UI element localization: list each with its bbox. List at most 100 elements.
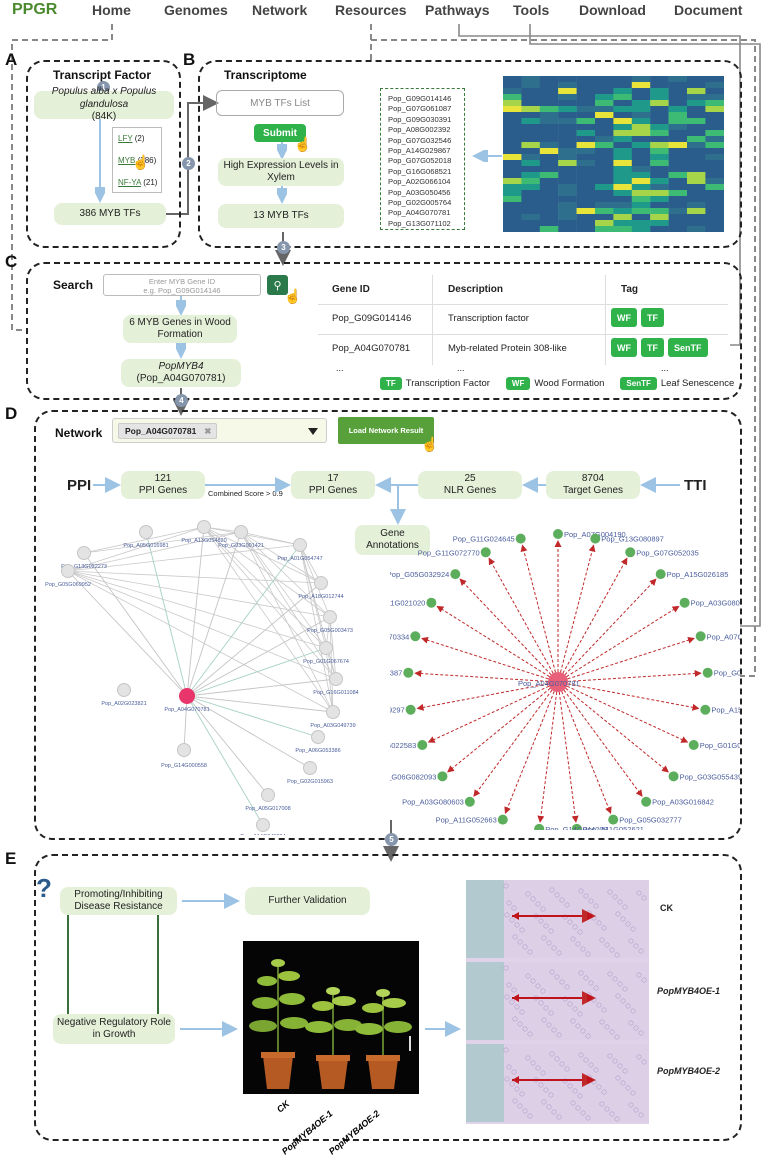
remove-chip-icon[interactable]: ✖ [204,426,212,436]
plant-photo [243,941,419,1094]
micro-label-oe2: PopMYB4OE-2 [657,1066,721,1076]
micrograph-cell [572,1006,578,1012]
micrograph-cell [564,902,570,908]
micrograph-cell [604,942,610,948]
heatmap-cell [558,172,577,179]
ppi-node-label: Pop_G05G003473 [307,628,353,634]
micrograph-cell [630,1090,636,1096]
nav-download[interactable]: Download [579,2,646,18]
heatmap-cell [631,184,651,191]
table-row-2-id[interactable]: Pop_A04G070781 [332,343,411,354]
nav-tools[interactable]: Tools [513,2,550,18]
search-icon[interactable]: ⚲ [267,275,288,295]
heatmap-cell [539,82,559,89]
heatmap-cell [705,166,724,173]
heatmap-cell [631,82,651,89]
heatmap-cell [687,100,706,107]
heatmap-cell [521,118,540,125]
heatmap-cell [539,94,559,101]
ppi-edge [186,526,205,697]
heatmap-cell [539,178,559,185]
ppi-edge [186,695,311,769]
tf-item-nfya[interactable]: NF-YA (21) [118,178,158,187]
micrograph-cell [570,936,576,942]
heatmap-cell [521,208,540,215]
heatmap-cell [521,94,540,101]
thirteen-myb-box: 13 MYB TFs [218,204,344,228]
tti-node [464,796,475,807]
micrograph-cell [530,896,536,902]
ellipsis-1: ... [336,363,344,373]
micrograph-cell [636,1054,642,1060]
micrograph-cell [572,924,578,930]
micrograph-cell [543,1087,549,1093]
heatmap-cell [613,136,632,143]
micrograph-cell [575,1023,581,1029]
micrograph-cell [636,972,642,978]
micrograph-arrow-head [512,994,519,1002]
ppi-node-label: Pop_G01G067674 [303,659,349,665]
heatmap-cell [668,130,688,137]
heatmap-cell [595,196,614,203]
logo[interactable]: PPGR [12,1,58,18]
table-row-1-id[interactable]: Pop_G09G014146 [332,313,412,324]
heatmap-cell [668,112,688,119]
heatmap-cell [503,118,522,125]
heatmap-cell [705,160,724,167]
heatmap-cell [631,106,651,113]
tf-item-lfy[interactable]: LFY (2) [118,134,145,143]
heatmap-cell [650,214,669,221]
heatmap-cell [631,124,651,131]
micrograph-cell [551,945,557,951]
gene-list-item: Pop_G16G068521 [388,166,452,176]
heatmap-cell [558,178,577,185]
nav-pathways[interactable]: Pathways [425,2,490,18]
nav-genomes[interactable]: Genomes [164,2,228,18]
heatmap-cell [558,118,577,125]
table-header-tag: Tag [621,284,639,295]
heatmap-cell [631,118,651,125]
heatmap-cell [503,166,522,173]
tf-item-myb[interactable]: MYB (386) [118,156,157,165]
gene-select-dropdown[interactable]: Pop_A04G070781 ✖ [112,418,327,443]
nav-document[interactable]: Document [674,2,743,18]
ppi-edge [186,544,301,697]
micrograph-cell [514,922,520,928]
micro-label-ck: CK [660,903,673,913]
micrograph-cell [604,1106,610,1112]
table-row-2-desc: Myb-related Protein 308-like [448,343,567,354]
gene-list-item: Pop_A03G050456 [388,187,451,197]
heatmap-cell [650,118,669,125]
tti-edge [427,681,559,743]
panel-label-e: E [5,849,17,868]
heatmap-cell [521,106,540,113]
heatmap-cell [558,214,577,221]
myb-tfs-list-input[interactable]: MYB TFs List [216,90,344,116]
submit-button[interactable]: Submit [254,124,306,142]
panel-a [26,60,181,248]
heatmap-cell [705,100,724,107]
heatmap-cell [650,190,669,197]
micrograph-cell [612,1058,618,1064]
chevron-down-icon[interactable] [308,428,318,435]
gene-search-input[interactable]: Enter MYB Gene ID e.g. Pop_G09G014146 [103,274,261,296]
combined-score-label: Combined Score > 0.9 [208,489,283,498]
nav-resources[interactable]: Resources [335,2,407,18]
heatmap-cell [668,196,688,203]
heatmap-cell [558,88,577,95]
load-network-button[interactable]: Load Network Result [338,417,434,444]
heatmap-cell [576,148,596,155]
heatmap-cell [631,142,651,149]
micrograph-cell [599,937,605,943]
nav-home[interactable]: Home [92,2,131,18]
micrograph-arrow-head [512,912,519,920]
plant-oe2 [355,989,412,1089]
ppi-node [329,672,343,686]
micrograph-cell [540,906,546,912]
ppi-edge [67,570,327,649]
tti-node-label: Pop_G06G082093 [390,772,436,781]
nav-network[interactable]: Network [252,2,308,18]
micrograph-cell [609,1029,615,1035]
micrograph-cell [580,1028,586,1034]
